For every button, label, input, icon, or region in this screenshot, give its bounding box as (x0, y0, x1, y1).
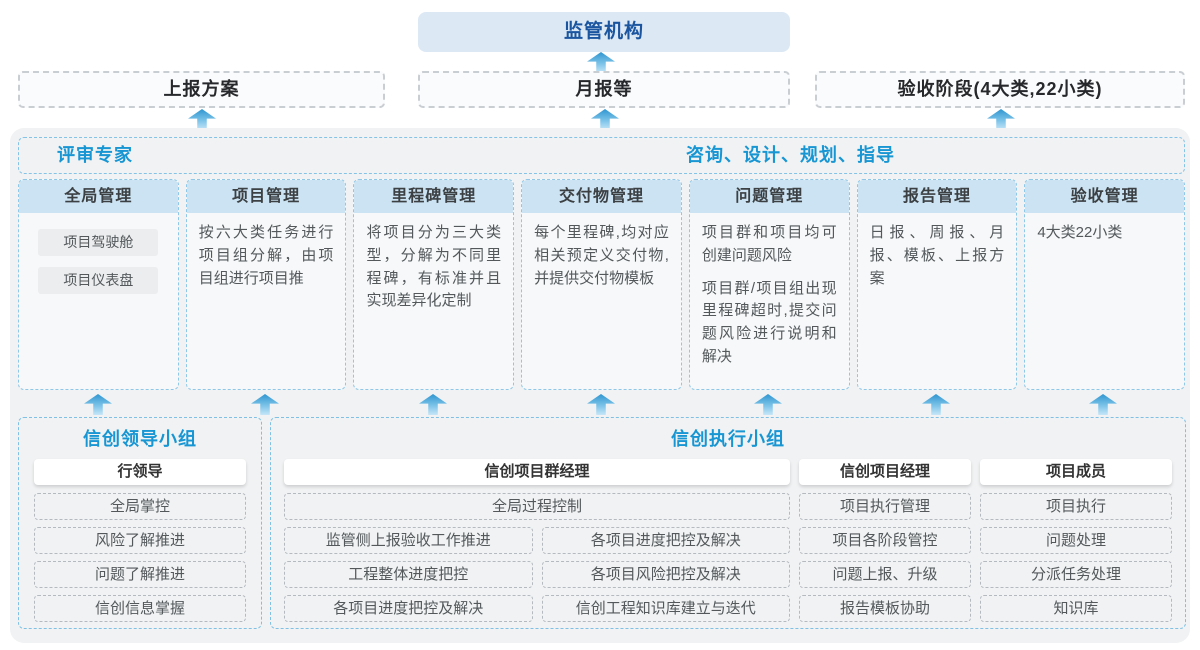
executive-group-body: 信创项目群经理 全局过程控制 监管侧上报验收工作推进 各项目进度把控及解决 工程… (271, 459, 1185, 629)
column-text: 项目群/项目组出现里程碑超时,提交问题风险进行说明和解决 (701, 279, 837, 365)
regulator-box: 监管机构 (418, 12, 790, 52)
column-acceptance-mgmt: 验收管理 4大类22小类 (1024, 179, 1186, 390)
program-manager-area: 信创项目群经理 全局过程控制 监管侧上报验收工作推进 各项目进度把控及解决 工程… (284, 459, 790, 629)
duty-item: 分派任务处理 (980, 561, 1172, 588)
column-text: 将项目分为三大类型，分解为不同里程碑，有标准并且实现差异化定制 (366, 224, 502, 310)
column-text: 4大类22小类 (1037, 224, 1123, 241)
executive-group-title: 信创执行小组 (671, 429, 785, 449)
duty-item: 各项目进度把控及解决 (541, 527, 790, 554)
duty-item: 信创工程知识库建立与迭代 (541, 595, 790, 622)
duty-item: 工程整体进度把控 (284, 561, 533, 588)
up-arrow-icon (591, 109, 619, 130)
role-box-project-manager: 信创项目经理 (799, 459, 971, 485)
duty-item: 知识库 (980, 595, 1172, 622)
role-box-bank-leader: 行领导 (34, 459, 246, 485)
column-body: 日报、周报、月报、模板、上报方案 (858, 213, 1017, 309)
column-title: 报告管理 (857, 180, 1017, 213)
report-acceptance-box: 验收阶段(4大类,22小类) (815, 71, 1185, 108)
column-body: 每个里程碑,均对应相关预定义交付物,并提供交付物模板 (522, 213, 681, 309)
duty-item: 报告模板协助 (799, 595, 971, 622)
chip-cockpit: 项目驾驶舱 (38, 229, 159, 256)
duty-item: 监管侧上报验收工作推进 (284, 527, 533, 554)
duty-item: 问题了解推进 (34, 561, 246, 588)
up-arrow-icon (987, 109, 1015, 130)
column-text: 每个里程碑,均对应相关预定义交付物,并提供交付物模板 (534, 224, 669, 287)
column-title: 项目管理 (186, 180, 346, 213)
column-text: 按六大类任务进行项目组分解，由项目组进行项目推 (198, 224, 334, 287)
column-title: 验收管理 (1025, 180, 1185, 213)
column-body: 按六大类任务进行项目组分解，由项目组进行项目推 (187, 213, 346, 309)
project-manager-area: 信创项目经理 项目执行管理 项目各阶段管控 问题上报、升级 报告模板协助 (799, 459, 971, 629)
duty-item: 项目执行管理 (799, 493, 971, 520)
column-text: 项目群和项目均可创建问题风险 (701, 224, 837, 264)
column-body: 4大类22小类 (1025, 213, 1184, 264)
duty-item: 项目各阶段管控 (799, 527, 971, 554)
duty-item: 问题处理 (980, 527, 1172, 554)
duty-item: 信创信息掌握 (34, 595, 246, 622)
column-title: 里程碑管理 (354, 180, 514, 213)
report-monthly-box: 月报等 (418, 71, 790, 108)
column-title: 全局管理 (19, 180, 178, 213)
column-body: 项目群和项目均可创建问题风险 项目群/项目组出现里程碑超时,提交问题风险进行说明… (690, 213, 849, 388)
column-text: 日报、周报、月报、模板、上报方案 (869, 224, 1005, 287)
column-title: 交付物管理 (522, 180, 681, 213)
column-project-mgmt: 项目管理 按六大类任务进行项目组分解，由项目组进行项目推 (185, 179, 347, 390)
management-columns: 全局管理 项目驾驶舱 项目仪表盘 项目管理 按六大类任务进行项目组分解，由项目组… (18, 179, 1186, 390)
up-arrow-icon (188, 109, 216, 130)
duty-item: 各项目风险把控及解决 (541, 561, 790, 588)
column-global-mgmt: 全局管理 项目驾驶舱 项目仪表盘 (18, 179, 179, 390)
chip-dashboard: 项目仪表盘 (38, 267, 159, 294)
duty-item: 风险了解推进 (34, 527, 246, 554)
column-issue-mgmt: 问题管理 项目群和项目均可创建问题风险 项目群/项目组出现里程碑超时,提交问题风… (688, 179, 850, 390)
leader-group-body: 行领导 全局掌控 风险了解推进 问题了解推进 信创信息掌握 (19, 459, 261, 622)
leader-group-title: 信创领导小组 (83, 429, 197, 449)
duty-item: 项目执行 (980, 493, 1172, 520)
project-member-area: 项目成员 项目执行 问题处理 分派任务处理 知识库 (980, 459, 1172, 629)
column-deliverable-mgmt: 交付物管理 每个里程碑,均对应相关预定义交付物,并提供交付物模板 (521, 179, 682, 390)
executive-group: 信创执行小组 信创项目群经理 全局过程控制 监管侧上报验收工作推进 各项目进度把… (270, 417, 1186, 629)
column-milestone-mgmt: 里程碑管理 将项目分为三大类型，分解为不同里程碑，有标准并且实现差异化定制 (353, 179, 515, 390)
column-body: 项目驾驶舱 项目仪表盘 (19, 213, 178, 303)
program-manager-duty-grid: 监管侧上报验收工作推进 各项目进度把控及解决 工程整体进度把控 各项目风险把控及… (284, 527, 790, 629)
duty-item: 问题上报、升级 (799, 561, 971, 588)
duty-item: 全局掌控 (34, 493, 246, 520)
report-plan-box: 上报方案 (18, 71, 385, 108)
review-experts-label: 评审专家 (57, 145, 133, 165)
up-arrow-icon (587, 52, 615, 73)
column-report-mgmt: 报告管理 日报、周报、月报、模板、上报方案 (856, 179, 1018, 390)
platform-header: 评审专家 咨询、设计、规划、指导 (18, 137, 1185, 174)
column-title: 问题管理 (689, 180, 849, 213)
consulting-label: 咨询、设计、规划、指导 (686, 145, 895, 165)
role-box-program-manager: 信创项目群经理 (284, 459, 790, 485)
leader-group: 信创领导小组 行领导 全局掌控 风险了解推进 问题了解推进 信创信息掌握 (18, 417, 262, 629)
role-box-project-member: 项目成员 (980, 459, 1172, 485)
duty-item: 各项目进度把控及解决 (284, 595, 533, 622)
column-body: 将项目分为三大类型，分解为不同里程碑，有标准并且实现差异化定制 (354, 213, 513, 332)
duty-item: 全局过程控制 (284, 493, 790, 520)
